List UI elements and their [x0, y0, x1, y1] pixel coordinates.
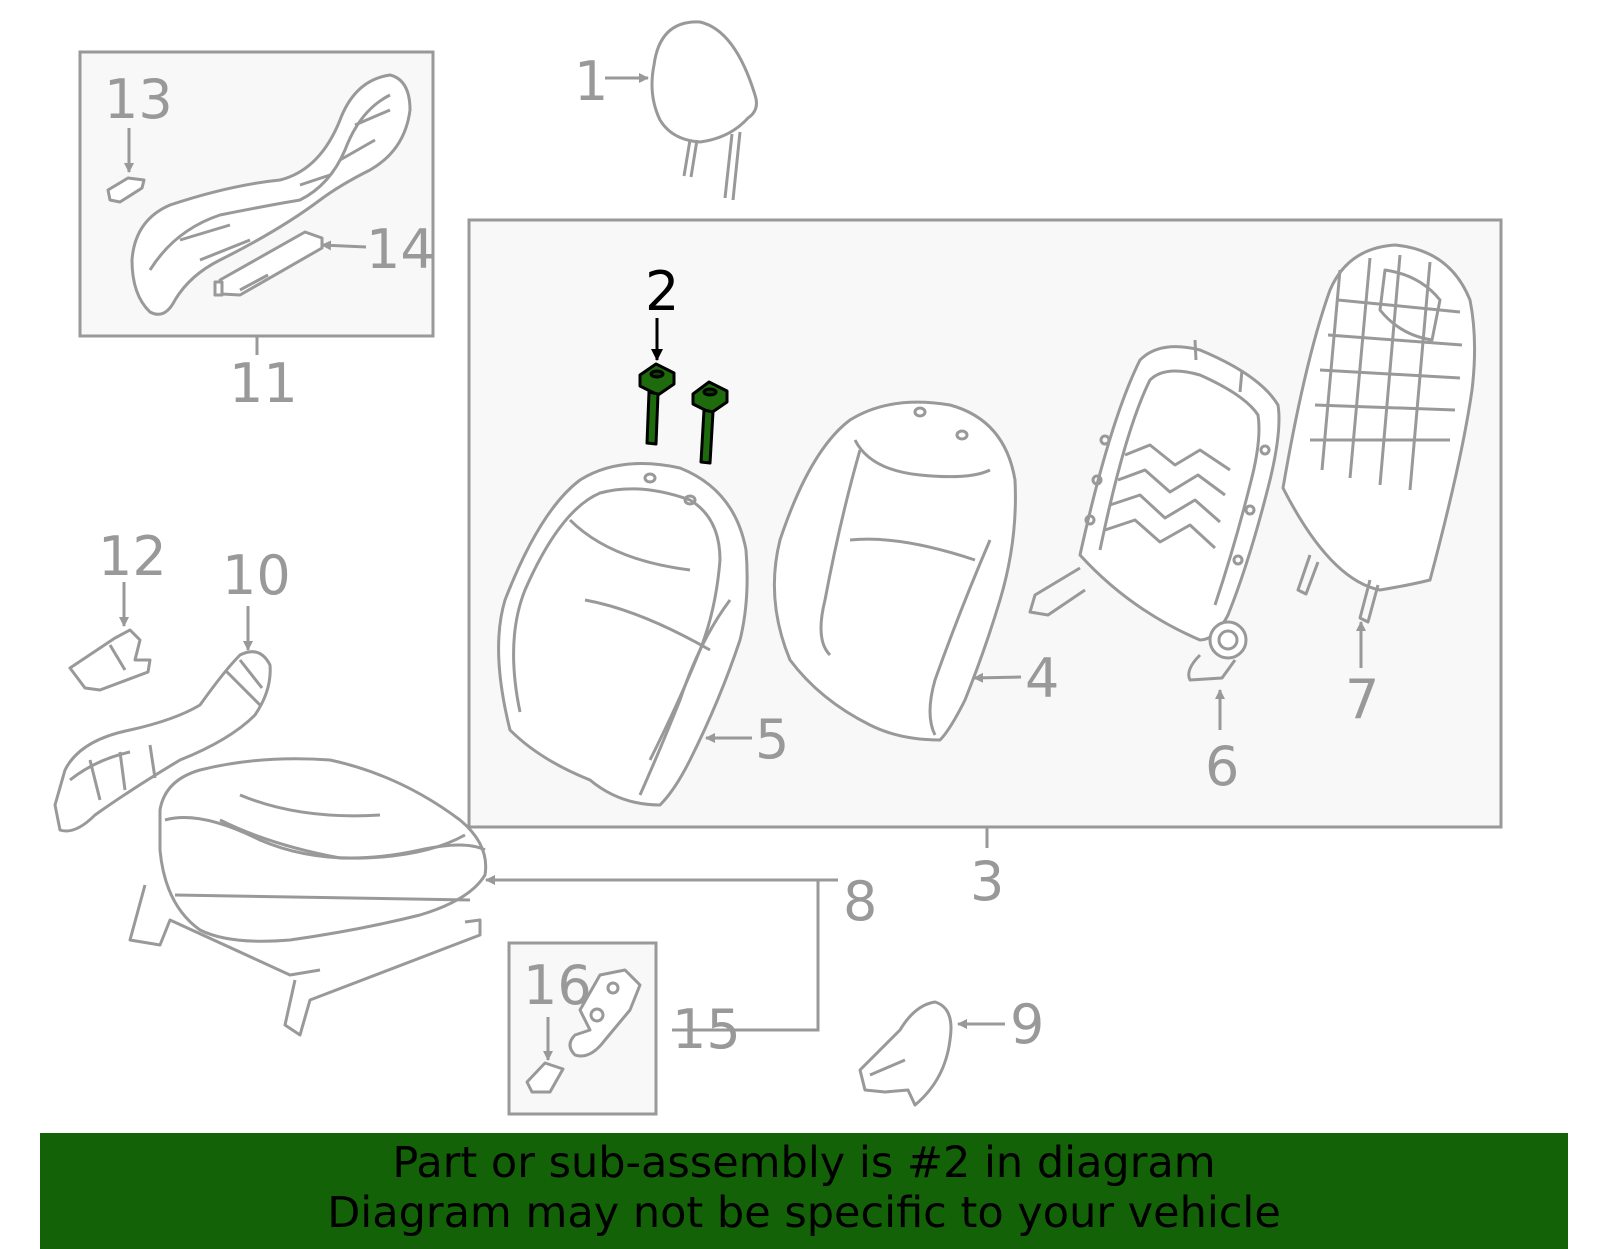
- part-7-back-board[interactable]: [1281, 243, 1477, 624]
- part-10-recliner-cover[interactable]: [53, 650, 272, 833]
- info-banner: Part or sub-assembly is #2 in diagram Di…: [40, 1133, 1568, 1249]
- part-4-seatback-pad[interactable]: [772, 400, 1017, 742]
- callout-13[interactable]: 13: [104, 68, 173, 131]
- part-16-clip[interactable]: [525, 1061, 565, 1094]
- banner-line-part-number: Part or sub-assembly is #2 in diagram: [392, 1138, 1216, 1188]
- callout-7[interactable]: 7: [1345, 668, 1379, 731]
- callout-2[interactable]: 2: [645, 260, 679, 323]
- callout-9[interactable]: 9: [1010, 993, 1044, 1056]
- part-6-seatback-frame[interactable]: [1028, 339, 1281, 682]
- callout-15[interactable]: 15: [672, 998, 741, 1061]
- leader-lines: [119, 73, 1366, 1061]
- part-1-headrest[interactable]: [650, 20, 758, 201]
- callout-14[interactable]: 14: [366, 218, 435, 281]
- part-11-seat-side-cover[interactable]: [130, 73, 412, 316]
- callout-10[interactable]: 10: [222, 544, 291, 607]
- callout-16[interactable]: 16: [523, 954, 592, 1017]
- part-15-bracket[interactable]: [568, 968, 642, 1058]
- part-12-handle[interactable]: [68, 628, 152, 692]
- callout-11[interactable]: 11: [229, 352, 298, 415]
- part-5-seatback-cover[interactable]: [497, 462, 749, 807]
- callout-6[interactable]: 6: [1205, 735, 1239, 798]
- part-13-clip[interactable]: [106, 176, 146, 204]
- part-2-headrest-guide[interactable]: [638, 362, 729, 465]
- callout-5[interactable]: 5: [755, 708, 789, 771]
- callout-4[interactable]: 4: [1025, 647, 1059, 710]
- callout-1[interactable]: 1: [574, 50, 608, 113]
- callout-3[interactable]: 3: [970, 850, 1004, 913]
- callout-12[interactable]: 12: [98, 525, 167, 588]
- part-8-seat-cushion-assembly[interactable]: [128, 757, 488, 1037]
- banner-line-disclaimer: Diagram may not be specific to your vehi…: [327, 1188, 1281, 1238]
- part-9-side-trim[interactable]: [858, 1000, 953, 1107]
- callout-8[interactable]: 8: [843, 870, 877, 933]
